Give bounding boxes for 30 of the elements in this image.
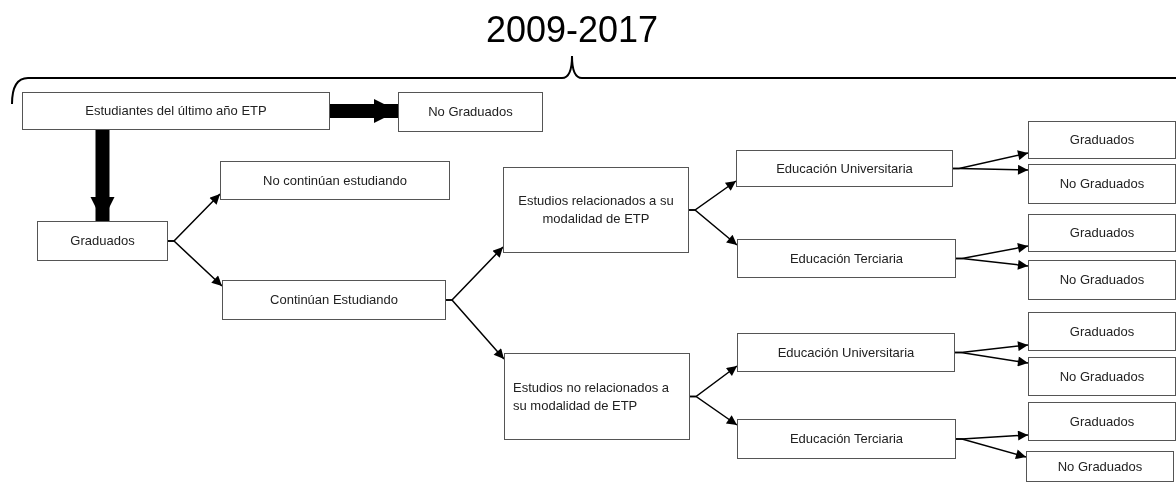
process-box: Educación Terciaria: [737, 239, 956, 278]
title: 2009-2017: [484, 10, 660, 50]
block-arrow: [90, 130, 115, 221]
process-box: Estudios relacionados a su modalidad de ETP: [503, 167, 689, 253]
process-box: Graduados: [1028, 402, 1176, 441]
process-box: Educación Universitaria: [736, 150, 953, 187]
process-box: No Graduados: [1028, 357, 1176, 396]
process-box: No Graduados: [1026, 451, 1174, 482]
arrow: [952, 164, 1029, 175]
process-box: Continúan Estudiando: [222, 280, 446, 320]
process-box: No continúan estudiando: [220, 161, 450, 200]
process-box: Estudios no relacionados a su modalidad de ETP: [504, 353, 690, 440]
process-box: Educación Terciaria: [737, 419, 956, 459]
process-box: Estudiantes del último año ETP: [22, 92, 330, 130]
arrow: [167, 240, 223, 287]
process-box: Graduados: [1028, 121, 1176, 159]
arrow: [955, 257, 1029, 270]
arrow: [954, 351, 1029, 367]
process-box: No Graduados: [1028, 260, 1176, 300]
process-box: Graduados: [37, 221, 168, 261]
arrow: [688, 209, 738, 246]
process-box: No Graduados: [1028, 164, 1176, 204]
process-box: Educación Universitaria: [737, 333, 955, 372]
block-arrow: [330, 99, 398, 123]
process-box: Graduados: [1028, 312, 1176, 351]
arrow: [689, 395, 738, 426]
process-box: No Graduados: [398, 92, 543, 132]
arrow: [445, 299, 505, 360]
process-box: Graduados: [1028, 214, 1176, 252]
arrow: [955, 438, 1027, 460]
